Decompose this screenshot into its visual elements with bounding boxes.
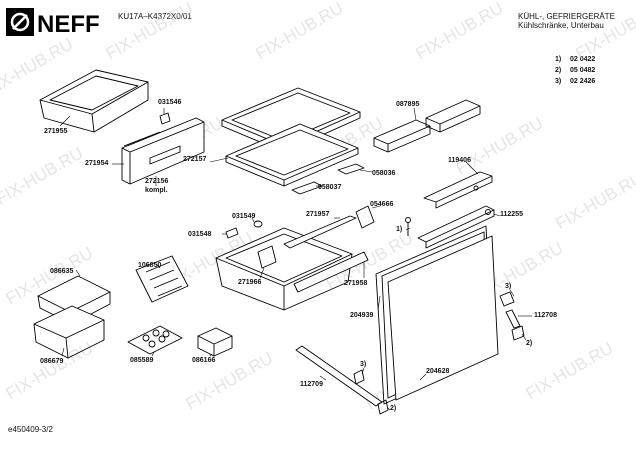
watermark-text: FIX-HUB.RU (453, 113, 547, 178)
part-label: 106850 (138, 262, 162, 269)
part-label: 031549 (232, 213, 256, 220)
watermark-text: FIX-HUB.RU (523, 338, 617, 403)
front-271958 (293, 251, 369, 293)
flap-271954 (121, 117, 205, 185)
hinge-bar-119406 (423, 171, 493, 209)
legend-key-2: 2) (555, 67, 562, 74)
egg-tray-106850 (135, 255, 189, 303)
watermark-text: FIX-HUB.RU (553, 168, 636, 233)
part-label: 1) (396, 226, 403, 233)
part-label: 086635 (50, 268, 74, 275)
figure-reference: e450409-3/2 (8, 425, 53, 434)
watermark-text: FIX-HUB.RU (573, 0, 636, 63)
rail-058036 (337, 163, 365, 175)
legend-key-3: 3) (555, 78, 562, 85)
bracket-054666 (355, 205, 375, 229)
part-label: 058037 (318, 184, 342, 191)
knob-031549 (253, 220, 263, 228)
part-label: 112708 (534, 312, 557, 319)
holder-086166 (197, 327, 233, 357)
part-label: 112255 (500, 211, 523, 218)
door-tray-087895 (373, 99, 481, 153)
egg-rack-085589 (127, 325, 183, 355)
part-label: 271958 (344, 280, 368, 287)
shelf-272157 (221, 87, 361, 187)
category-subtitle: Kühlschränke, Unterbau (518, 21, 604, 30)
legend-code-2: 05 0482 (570, 67, 596, 74)
model-number: KU17A–K4372X0/01 (118, 12, 192, 21)
part-label: 3) (505, 283, 512, 290)
part-label: 272157 (183, 156, 207, 163)
part-label: 271954 (85, 160, 109, 167)
category-title: KÜHL-, GEFRIERGERÄTE (518, 12, 615, 21)
part-label: 204628 (426, 368, 450, 375)
watermark-layer: FIX-HUB.RU FIX-HUB.RU FIX-HUB.RU FIX-HUB… (0, 0, 636, 413)
watermark-text: FIX-HUB.RU (3, 338, 97, 403)
part-label: 058036 (372, 170, 396, 177)
part-label: 204939 (350, 312, 374, 319)
rail-112709 (295, 345, 389, 415)
clip-031546 (159, 112, 171, 125)
part-label: 3) (360, 361, 367, 368)
part-label: 271955 (44, 128, 68, 135)
tray-271955 (39, 69, 149, 133)
part-label: 2) (390, 405, 397, 412)
drawer-271966 (215, 227, 353, 311)
box-086679 (33, 305, 105, 359)
part-label: 2) (526, 340, 533, 347)
legend-code-3: 02 2426 (570, 78, 596, 85)
part-label: 087895 (396, 101, 420, 108)
part-label: 031548 (188, 231, 212, 238)
watermark-text: FIX-HUB.RU (413, 0, 507, 63)
svg-text:NEFF: NEFF (37, 11, 100, 37)
legend-key-1: 1) (555, 56, 562, 63)
part-label: 271966 (238, 279, 262, 286)
part-label: 271957 (306, 211, 330, 218)
part-label: 119406 (448, 157, 471, 164)
hinge-112708 (499, 291, 525, 341)
watermark-text: FIX-HUB.RU (253, 0, 347, 63)
part-label: 031546 (158, 99, 182, 106)
watermark-text: FIX-HUB.RU (0, 143, 86, 208)
watermark-text: FIX-HUB.RU (103, 0, 197, 63)
hinge-strip-112255 (417, 185, 495, 249)
neff-logo: NEFF (6, 8, 100, 37)
part-label: 112709 (300, 381, 323, 388)
knob-031548 (225, 227, 239, 239)
part-label: 054666 (370, 201, 394, 208)
legend-code-1: 02 0422 (570, 56, 596, 63)
part-label: 272156 (145, 178, 169, 185)
part-label: 086166 (192, 357, 216, 364)
part-label: 085589 (130, 357, 154, 364)
part-label: kompl. (145, 187, 168, 194)
front-271957 (283, 215, 357, 249)
door-panel-204628 (387, 235, 499, 401)
part-label: 086679 (40, 358, 64, 365)
